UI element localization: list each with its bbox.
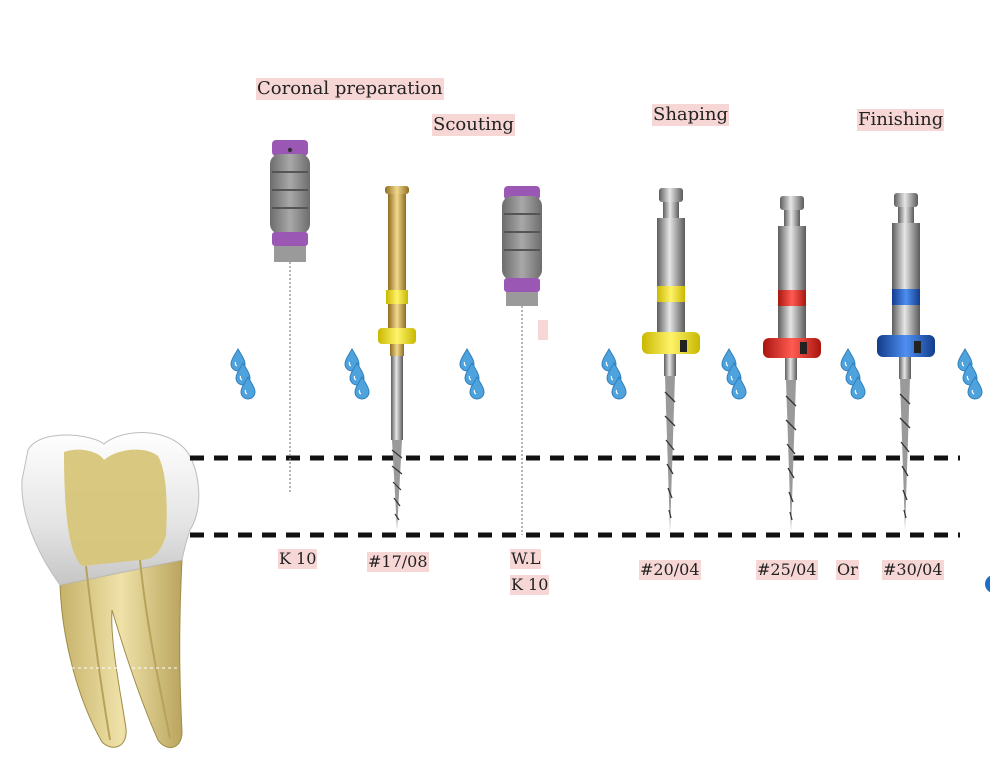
f20-04-rotary-file — [642, 188, 700, 532]
k10-hand-file — [270, 140, 310, 492]
file-label-25-04: #25/04 — [756, 560, 818, 580]
file-label-20-04: #20/04 — [639, 560, 701, 580]
irrigation-drop-icon — [958, 349, 982, 399]
file-label-or: Or — [836, 560, 859, 580]
irrigation-drop-icon — [841, 349, 865, 399]
irrigation-drop-icon — [345, 349, 369, 399]
irrigation-drop-icon — [460, 349, 484, 399]
edge-marker — [985, 575, 990, 593]
file-label-k10-scouting: K 10 — [510, 575, 550, 595]
file-label-k10: K 10 — [278, 549, 318, 569]
stage-label-finishing: Finishing — [857, 109, 945, 131]
irrigation-drop-icon — [722, 349, 746, 399]
k10-scouting-file — [502, 186, 548, 535]
molar-tooth-illustration — [21, 432, 200, 748]
f25-04-rotary-file — [763, 196, 821, 532]
file-label-17-08: #17/08 — [367, 552, 429, 572]
file-label-working-length: W.L — [510, 549, 542, 569]
stage-label-scouting: Scouting — [432, 114, 515, 136]
irrigation-drop-icon — [602, 349, 626, 399]
irrigation-drop-icon — [231, 349, 255, 399]
stage-label-coronal-preparation: Coronal preparation — [256, 78, 444, 100]
stage-label-shaping: Shaping — [652, 104, 730, 126]
f30-04-rotary-file — [877, 193, 935, 530]
file-label-30-04: #30/04 — [882, 560, 944, 580]
f17-08-rotary-file — [378, 186, 416, 530]
